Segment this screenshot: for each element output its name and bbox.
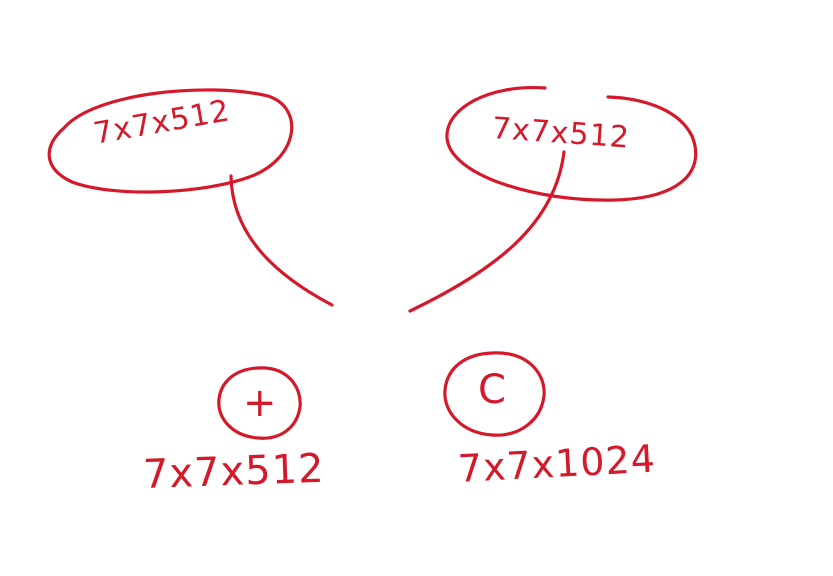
concat-icon: C <box>478 367 506 413</box>
concat-op-circle <box>443 351 546 437</box>
add-op-circle <box>217 366 302 440</box>
plus-icon: + <box>243 380 277 426</box>
connector-right <box>408 150 566 313</box>
concat-output-shape-label: 7x7x1024 <box>456 436 657 491</box>
input-left-ellipse <box>47 88 294 194</box>
add-output-shape-label: 7x7x512 <box>142 445 326 498</box>
connector-left <box>229 174 334 307</box>
input-right-ellipse <box>445 85 698 202</box>
